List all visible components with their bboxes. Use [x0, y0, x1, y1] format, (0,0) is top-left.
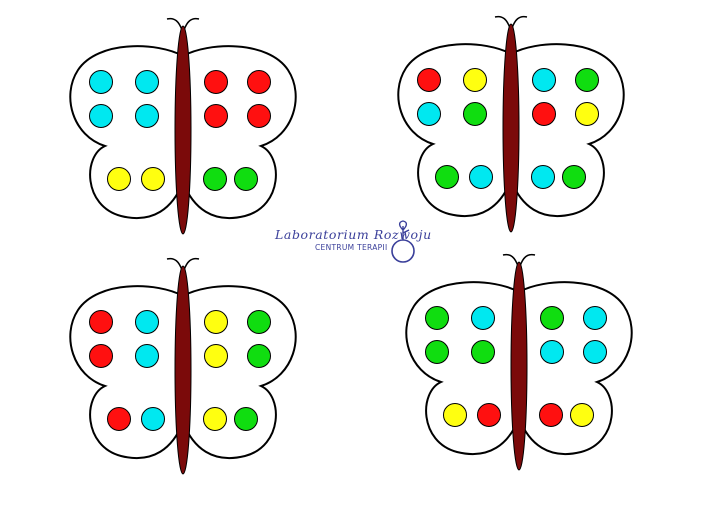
butterfly-body — [502, 23, 520, 233]
dot-green[interactable] — [435, 165, 459, 189]
dot-cyan[interactable] — [471, 306, 495, 330]
dot-yellow[interactable] — [463, 68, 487, 92]
dot-cyan[interactable] — [135, 310, 159, 334]
dot-yellow[interactable] — [443, 403, 467, 427]
dot-yellow[interactable] — [203, 407, 227, 431]
dot-green[interactable] — [247, 310, 271, 334]
dot-cyan[interactable] — [135, 104, 159, 128]
butterfly-body — [174, 265, 192, 475]
dot-yellow[interactable] — [204, 344, 228, 368]
dot-yellow[interactable] — [107, 167, 131, 191]
dot-green[interactable] — [234, 167, 258, 191]
butterfly-bottom-left — [69, 257, 297, 475]
butterflies-group — [69, 15, 633, 475]
dot-cyan[interactable] — [532, 68, 556, 92]
dot-red[interactable] — [532, 102, 556, 126]
dot-red[interactable] — [477, 403, 501, 427]
dot-cyan[interactable] — [141, 407, 165, 431]
dot-green[interactable] — [540, 306, 564, 330]
butterfly-bottom-right — [405, 253, 633, 471]
dot-red[interactable] — [247, 104, 271, 128]
dot-cyan[interactable] — [540, 340, 564, 364]
dot-yellow[interactable] — [575, 102, 599, 126]
dot-green[interactable] — [247, 344, 271, 368]
dot-red[interactable] — [89, 310, 113, 334]
dot-yellow[interactable] — [570, 403, 594, 427]
dot-cyan[interactable] — [583, 340, 607, 364]
dot-green[interactable] — [463, 102, 487, 126]
butterfly-body — [510, 261, 528, 471]
logo-flower-icon — [398, 220, 410, 240]
dot-red[interactable] — [204, 70, 228, 94]
dot-cyan[interactable] — [89, 70, 113, 94]
dot-cyan[interactable] — [89, 104, 113, 128]
dot-cyan[interactable] — [135, 70, 159, 94]
dot-cyan[interactable] — [583, 306, 607, 330]
dot-cyan[interactable] — [469, 165, 493, 189]
logo-ring-icon — [391, 239, 415, 263]
logo-title: Laboratorium Rozwoju — [275, 227, 432, 242]
dot-yellow[interactable] — [204, 310, 228, 334]
dot-red[interactable] — [107, 407, 131, 431]
dot-cyan[interactable] — [135, 344, 159, 368]
dot-green[interactable] — [425, 340, 449, 364]
butterfly-top-right — [397, 15, 625, 233]
dot-green[interactable] — [471, 340, 495, 364]
butterfly-body — [174, 25, 192, 235]
dot-cyan[interactable] — [417, 102, 441, 126]
dot-red[interactable] — [247, 70, 271, 94]
logo-mark — [391, 220, 415, 263]
dot-red[interactable] — [89, 344, 113, 368]
dot-cyan[interactable] — [531, 165, 555, 189]
dot-green[interactable] — [575, 68, 599, 92]
dot-red[interactable] — [539, 403, 563, 427]
butterfly-top-left — [69, 17, 297, 235]
logo-subtitle: CENTRUM TERAPII — [315, 243, 388, 252]
dot-green[interactable] — [425, 306, 449, 330]
dot-red[interactable] — [417, 68, 441, 92]
dot-green[interactable] — [562, 165, 586, 189]
dot-red[interactable] — [204, 104, 228, 128]
dot-green[interactable] — [234, 407, 258, 431]
dot-yellow[interactable] — [141, 167, 165, 191]
dot-green[interactable] — [203, 167, 227, 191]
